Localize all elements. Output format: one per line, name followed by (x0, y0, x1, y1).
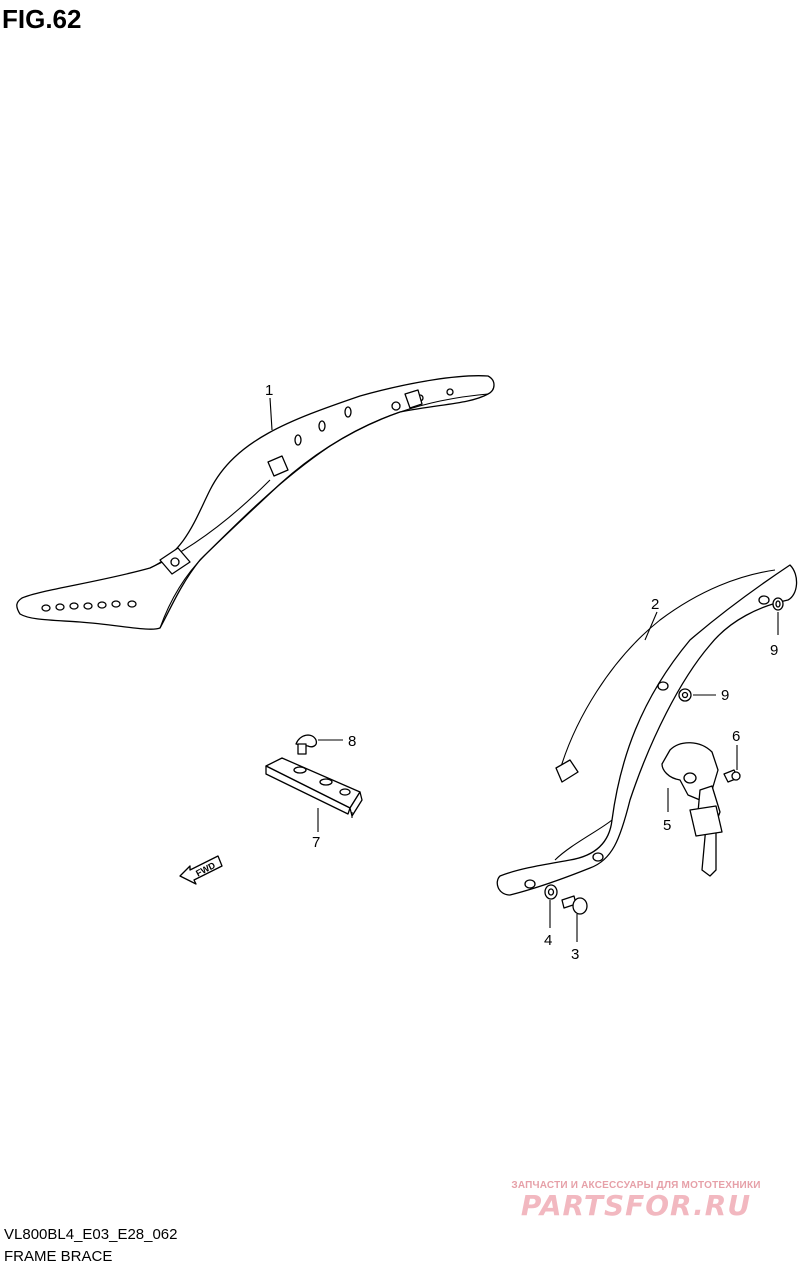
leader-line-2 (644, 611, 658, 641)
watermark-tagline: ЗАПЧАСТИ И АКСЕССУАРЫ ДЛЯ МОТОТЕХНИКИ (511, 1180, 761, 1191)
callout-3[interactable]: 3 (571, 946, 579, 963)
diagram-caption: FRAME BRACE (4, 1248, 113, 1265)
callout-2[interactable]: 2 (651, 596, 659, 613)
screw-8[interactable] (295, 734, 318, 755)
callout-1[interactable]: 1 (265, 382, 273, 399)
callout-6[interactable]: 6 (732, 728, 740, 745)
watermark-brand: PARTSFOR.RU (520, 1189, 752, 1222)
leader-line-1 (269, 397, 273, 431)
diagram-code: VL800BL4_E03_E28_062 (4, 1226, 178, 1243)
callout-5[interactable]: 5 (663, 817, 671, 834)
lock-bracket[interactable] (661, 742, 723, 877)
fwd-direction-marker: FWD (179, 855, 223, 885)
figure-title: FIG.62 (2, 4, 82, 34)
callout-8[interactable]: 8 (348, 733, 356, 750)
washer-9-lower[interactable] (678, 688, 692, 702)
frame-brace-left[interactable] (16, 375, 495, 630)
callout-4[interactable]: 4 (544, 932, 552, 949)
callout-7[interactable]: 7 (312, 834, 320, 851)
watermark: ЗАПЧАСТИ И АКСЕССУАРЫ ДЛЯ МОТОТЕХНИКИ PA… (486, 1180, 786, 1222)
bolt-3[interactable] (561, 895, 588, 915)
screw-6[interactable] (723, 769, 741, 783)
washer-9-upper[interactable] (772, 597, 784, 611)
arrow-left-icon (179, 855, 223, 885)
callout-9-lower[interactable]: 9 (721, 687, 729, 704)
callout-9-upper[interactable]: 9 (770, 642, 778, 659)
frame-brace-right[interactable] (496, 564, 798, 896)
washer-4[interactable] (544, 884, 558, 900)
plate-7[interactable] (265, 757, 363, 818)
